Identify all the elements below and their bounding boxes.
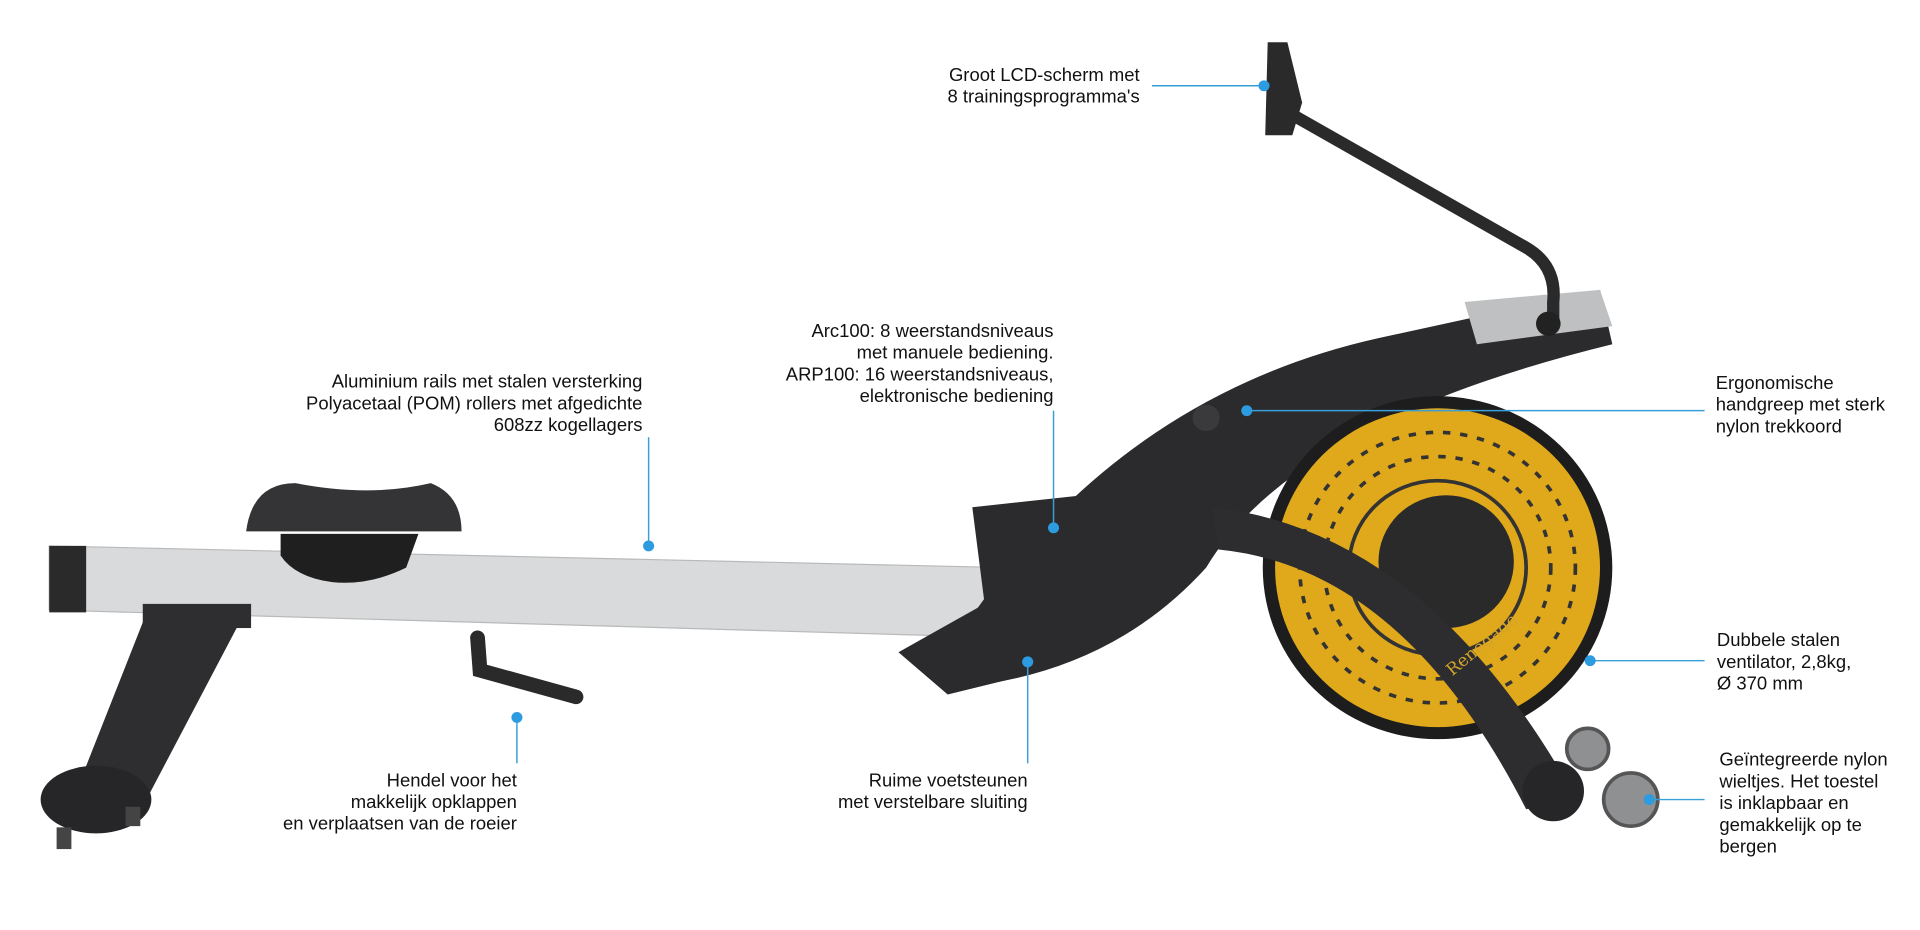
callout-line: ARP100: 16 weerstandsniveaus,: [786, 364, 1054, 385]
callout-resistance: Arc100: 8 weerstandsniveaus met manuele …: [786, 320, 1054, 406]
main-frame: [947, 289, 1613, 689]
callout-wheels: Geïntegreerde nylon wieltjes. Het toeste…: [1718, 749, 1887, 857]
lever-marker: [511, 711, 523, 723]
callout-line: Hendel voor het: [387, 769, 517, 790]
callout-line: 608zz kogellagers: [494, 414, 643, 435]
rails-marker: [643, 540, 655, 552]
lcd-monitor: [1265, 42, 1303, 136]
wheels-marker: [1643, 794, 1655, 805]
resistance-marker: [1048, 522, 1060, 534]
callout-rails: Aluminium rails met stalen versterking P…: [306, 371, 642, 435]
callout-line: nylon trekkoord: [1716, 416, 1842, 437]
callout-display: Groot LCD-scherm met 8 trainingsprogramm…: [947, 64, 1139, 107]
callout-line: Ruime voetsteunen: [869, 769, 1028, 790]
callout-lever: Hendel voor het makkelijk opklappen en v…: [283, 769, 517, 833]
callout-line: met manuele bediening.: [857, 342, 1054, 363]
callout-line: gemakkelijk op te: [1719, 814, 1862, 835]
callout-line: Aluminium rails met stalen versterking: [332, 371, 643, 392]
callout-line: Arc100: 8 weerstandsniveaus: [811, 320, 1053, 341]
callout-line: Ø 370 mm: [1717, 673, 1803, 694]
callout-line: is inklapbaar en: [1719, 792, 1848, 813]
callout-line: bergen: [1719, 836, 1776, 857]
callout-line: Groot LCD-scherm met: [949, 64, 1140, 85]
callout-line: elektronische bediening: [860, 385, 1054, 406]
front-foot: [40, 765, 152, 834]
callout-line: 8 trainingsprogramma's: [947, 86, 1139, 107]
wheel-upper: [1564, 726, 1611, 772]
callout-line: ventilator, 2,8kg,: [1717, 651, 1851, 672]
monitor-arm: [1289, 109, 1560, 327]
callout-lines: [511, 80, 1705, 805]
callout-line: Geïntegreerde nylon: [1719, 749, 1887, 770]
callout-line: makkelijk opklappen: [351, 791, 517, 812]
callout-line: met verstelbare sluiting: [838, 791, 1028, 812]
front-leg: [73, 609, 247, 798]
callout-line: wieltjes. Het toestel: [1718, 771, 1878, 792]
rowing-machine-image: Renegade: [40, 42, 1660, 850]
handle: [1192, 404, 1220, 432]
callout-line: handgreep met sterk: [1716, 394, 1886, 415]
seat: [246, 483, 462, 532]
callout-handle: Ergonomische handgreep met sterk nylon t…: [1716, 372, 1886, 436]
display-marker: [1258, 80, 1270, 92]
callout-fan: Dubbele stalen ventilator, 2,8kg, Ø 370 …: [1717, 629, 1851, 693]
folding-lever: [470, 630, 584, 705]
callout-line: Dubbele stalen: [1717, 629, 1840, 650]
callout-line: en verplaatsen van de roeier: [283, 813, 517, 834]
callout-line: Ergonomische: [1716, 372, 1834, 393]
handle-marker: [1241, 405, 1253, 417]
rear-leg: [1212, 507, 1576, 810]
callout-line: Polyacetaal (POM) rollers met afgedichte: [306, 393, 642, 414]
fan-marker: [1584, 655, 1596, 667]
fan-wheel: [1262, 396, 1613, 740]
footrests-marker: [1022, 656, 1034, 668]
callout-footrests: Ruime voetsteunen met verstelbare sluiti…: [838, 769, 1028, 812]
